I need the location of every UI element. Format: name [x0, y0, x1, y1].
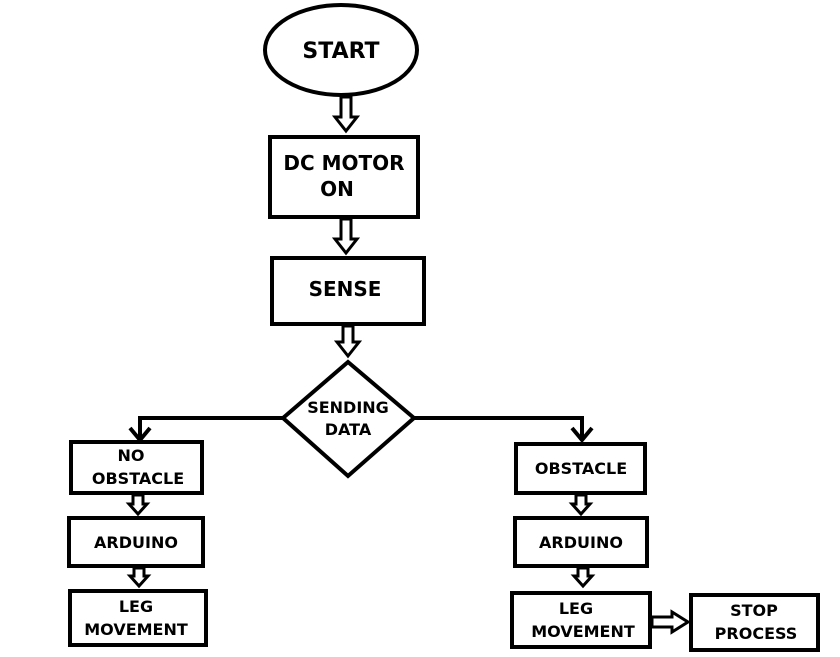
arrow-dc-motor-to-sense: [331, 217, 361, 256]
dc-motor-node: [268, 135, 420, 219]
branch-head-right: [570, 426, 594, 444]
leg-movement-right-node: [510, 591, 652, 649]
arrow-no-obstacle-to-arduino: [125, 493, 151, 517]
sending-data-decision: [279, 359, 418, 479]
arduino-left-label: ARDUINO: [94, 533, 178, 552]
arrow-leg-to-stop: [650, 609, 691, 635]
arrow-start-to-dc-motor: [331, 95, 361, 134]
decision-label-line2: DATA: [325, 420, 372, 439]
start-label: START: [302, 39, 379, 64]
decision-label-line1: SENDING: [307, 398, 389, 417]
dc-motor-label-line1: DC MOTOR: [283, 151, 404, 175]
sense-label: SENSE: [309, 277, 382, 301]
branch-line-right: [414, 416, 584, 438]
start-node: [263, 3, 419, 97]
arrow-arduino-to-leg-right: [570, 566, 596, 589]
leg-right-label-line2: MOVEMENT: [531, 622, 635, 641]
arduino-right-label: ARDUINO: [539, 533, 623, 552]
arrow-arduino-to-leg-left: [126, 566, 152, 589]
stop-label-line1: STOP: [730, 601, 778, 620]
leg-left-label-line1: LEG: [119, 597, 153, 616]
leg-movement-left-node: [68, 589, 208, 647]
obstacle-label: OBSTACLE: [535, 459, 627, 478]
no-obstacle-label-line1: NO: [118, 446, 145, 465]
stop-label-line2: PROCESS: [715, 624, 798, 643]
no-obstacle-label-line2: OBSTACLE: [92, 469, 184, 488]
sense-node: [270, 256, 426, 326]
leg-left-label-line2: MOVEMENT: [84, 620, 188, 639]
arrow-sense-to-decision: [333, 324, 363, 359]
arduino-left-node: [67, 516, 205, 568]
leg-right-label-line1: LEG: [559, 599, 593, 618]
branch-line-left: [138, 416, 285, 438]
no-obstacle-node: [69, 440, 204, 495]
dc-motor-label-line2: ON: [320, 177, 354, 201]
arrow-obstacle-to-arduino: [568, 493, 594, 517]
arduino-right-node: [513, 516, 649, 568]
obstacle-node: [514, 442, 647, 495]
stop-process-node: [689, 593, 820, 652]
